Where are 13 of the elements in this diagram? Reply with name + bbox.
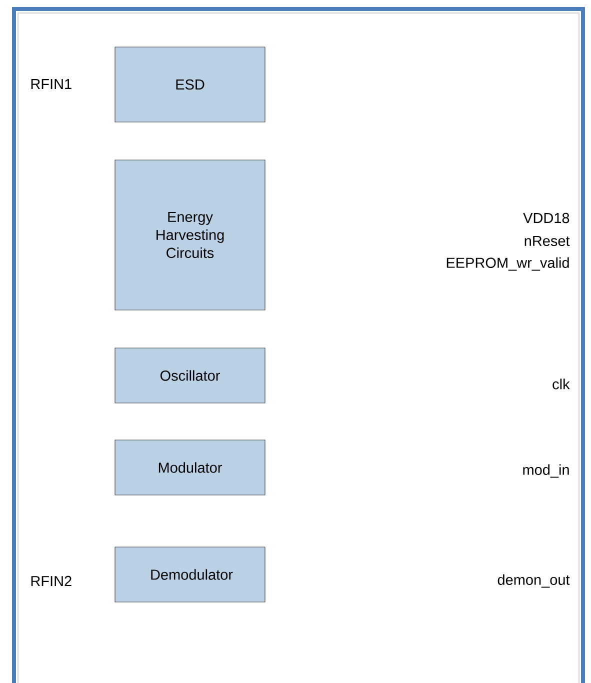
block-box: ESD bbox=[114, 46, 266, 122]
block-box: Demodulator bbox=[114, 546, 266, 602]
block-box: Modulator bbox=[114, 440, 266, 496]
signal-label: RFIN1 bbox=[31, 79, 72, 89]
signal-label: demon_out bbox=[498, 574, 570, 588]
signal-label: VDD18 bbox=[523, 212, 570, 224]
block-box: Oscillator bbox=[114, 348, 266, 404]
signal-label: mod_in bbox=[523, 464, 569, 478]
signal-label: nReset bbox=[524, 236, 570, 246]
signal-label: EEPROM_wr_valid bbox=[446, 257, 569, 271]
signal-label: RFIN2 bbox=[31, 576, 72, 586]
signal-label: clk bbox=[552, 378, 570, 390]
block-box: Energy Harvesting Circuits bbox=[114, 160, 266, 310]
